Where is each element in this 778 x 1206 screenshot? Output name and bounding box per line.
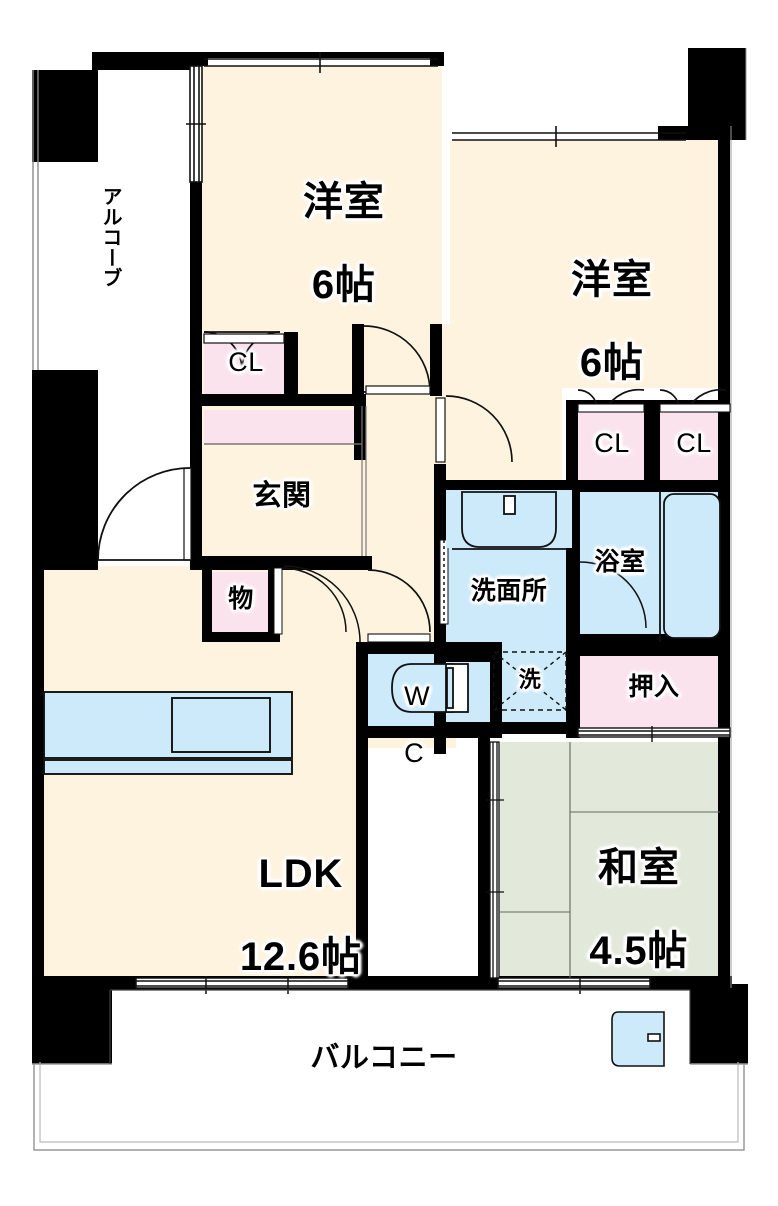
wall-corridor-right — [434, 464, 446, 754]
wall-top-right-room-lintel — [658, 126, 746, 140]
wall-cl-right-top — [566, 400, 730, 412]
label-alcove: アルコーブ — [99, 186, 121, 288]
wall-block-top-left — [32, 70, 98, 162]
closet-fill-cl-entry — [204, 342, 290, 402]
label-balcony: バルコニー — [310, 1042, 458, 1074]
room-fill-yoshitsu-top-left — [196, 66, 442, 324]
balcony-slop-sink-fixture — [611, 1011, 665, 1067]
wall-mono-left — [202, 564, 212, 642]
closet-fill-shoebox — [204, 410, 362, 444]
wall-senmenjo-top — [434, 480, 730, 492]
wall-top-strip-left-room — [196, 52, 444, 58]
wall-wc-right — [490, 642, 502, 738]
door-oshiire — [577, 726, 731, 742]
closet-fill-mono — [210, 572, 270, 632]
wall-hall-left — [354, 394, 366, 460]
wall-cl-right-a-left — [566, 400, 578, 492]
wall-oshiire-left — [566, 646, 580, 738]
wall-right-outer — [718, 126, 730, 988]
wall-genkan-top — [296, 394, 366, 406]
wall-bath-left — [566, 480, 580, 646]
wall-left-outer-upper — [32, 552, 44, 988]
wall-block-bottom-left — [32, 984, 112, 1064]
room-fill-washitsu — [490, 742, 720, 984]
wall-genkan-bottom — [190, 556, 372, 570]
door-entrance — [97, 467, 192, 561]
room-fill-hall-upper — [442, 324, 562, 494]
wall-cl-entry-bottom — [190, 394, 298, 406]
wall-block-bottom-right — [690, 984, 748, 1064]
wall-block-top-right — [688, 48, 746, 140]
wall-mono-right — [268, 564, 280, 642]
wall-bath-bottom — [566, 634, 730, 646]
wall-yoshitsu-tl-right — [352, 324, 364, 394]
wall-block-mid-left — [32, 370, 98, 570]
wall-top-alcove — [92, 52, 202, 70]
wall-cl-entry-right — [284, 332, 298, 404]
wall-wc-bottom — [356, 726, 502, 738]
outer-wall-hairline — [730, 48, 747, 988]
wall-mono-bottom — [202, 632, 280, 642]
wall-hall-right-upper — [430, 324, 442, 396]
wall-wc-left — [356, 642, 368, 738]
wall-left-inner-vertical — [190, 180, 202, 328]
wall-cl-right-divider — [644, 400, 660, 492]
room-fill-wc — [366, 654, 492, 732]
closet-fill-oshiire — [578, 652, 730, 728]
balcony-parapet — [109, 989, 691, 1064]
wall-bottom-outer — [32, 976, 732, 990]
wall-wc-top — [356, 642, 502, 654]
wall-ldk-right — [356, 738, 368, 984]
wall-left-inner-vertical-2 — [190, 324, 202, 570]
closet-fill-cl-right-a — [578, 412, 646, 488]
balcony-outline — [32, 1062, 748, 1151]
room-fill-yokushitsu — [578, 488, 730, 642]
wall-oshiire-top — [566, 646, 730, 656]
wall-washitsu-left — [478, 734, 490, 984]
